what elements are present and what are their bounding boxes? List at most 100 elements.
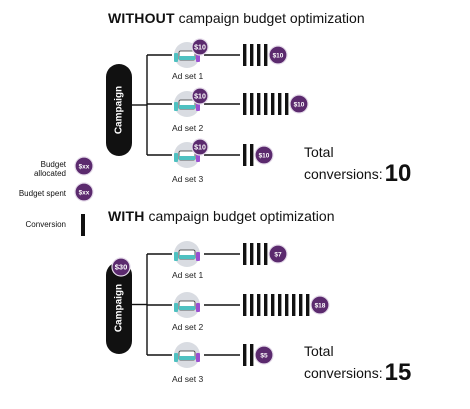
coin-text: $10 <box>194 44 206 51</box>
campaign-pill-with: Campaign <box>106 262 132 354</box>
legend-conversion-label: Conversion <box>25 220 66 229</box>
coin-circle <box>268 244 288 264</box>
conversion-bar <box>264 243 268 265</box>
coin-circle <box>268 45 288 65</box>
conversion-bar <box>243 243 247 265</box>
legend-conversion-bar <box>81 214 85 236</box>
total-value: 15 <box>384 358 412 386</box>
conversion-bar <box>278 294 282 316</box>
adset-label: Ad set 3 <box>172 174 204 184</box>
coin-text: $10 <box>294 101 305 108</box>
icon-card-band <box>179 105 195 109</box>
legend-spent-coin: $xx <box>74 182 94 202</box>
legend-allocated-coin: $xx <box>74 156 94 176</box>
ad-set-icon <box>174 342 200 368</box>
coin-text: $10 <box>273 52 284 59</box>
icon-card-band <box>179 156 195 160</box>
coin-circle <box>289 94 309 114</box>
coin-text: $10 <box>194 93 206 100</box>
coin-circle <box>254 145 274 165</box>
adset-label: Ad set 1 <box>172 270 204 280</box>
total-label-line2: conversions: <box>304 165 383 182</box>
conversion-bar <box>243 294 247 316</box>
icon-left-tab <box>174 102 178 111</box>
coin-text: $xx <box>79 189 90 196</box>
conversion-bar <box>285 294 289 316</box>
conversion-bar <box>250 93 254 115</box>
adset-label: Ad set 1 <box>172 71 204 81</box>
coin-circle <box>254 345 274 365</box>
conversion-bar <box>250 344 254 366</box>
conversion-bar <box>264 44 268 66</box>
total-conversions-with: Total conversions:15 <box>304 343 412 387</box>
icon-left-tab <box>174 303 178 312</box>
conversion-bar <box>292 294 296 316</box>
conversion-bar <box>306 294 310 316</box>
conversion-bar <box>257 294 261 316</box>
coin-circle <box>111 257 131 277</box>
ad-set-icon <box>174 292 200 318</box>
budget-spent-coin: $10 <box>289 94 309 114</box>
icon-left-tab <box>174 252 178 261</box>
coin-text: $xx <box>79 163 90 170</box>
icon-left-tab <box>174 53 178 62</box>
total-label-line1: Total <box>304 343 334 359</box>
campaign-budget-coin: $30 <box>111 257 131 277</box>
coin-circle <box>74 182 94 202</box>
ad-set-icon <box>174 241 200 267</box>
icon-card-band <box>179 56 195 60</box>
icon-card-band <box>179 356 195 360</box>
budget-allocated-coin: $10 <box>191 87 209 105</box>
conversion-bar <box>243 144 247 166</box>
coin-text: $10 <box>194 144 206 151</box>
section-title-with: WITH campaign budget optimization <box>108 208 335 224</box>
conversion-bar <box>250 294 254 316</box>
icon-left-tab <box>174 353 178 362</box>
adset-label: Ad set 2 <box>172 123 204 133</box>
budget-spent-coin: $18 <box>310 295 330 315</box>
legend-budget-spent-label: Budget spent <box>18 189 66 198</box>
conversion-bar <box>264 294 268 316</box>
conversion-bar <box>243 93 247 115</box>
conversion-bar <box>271 93 275 115</box>
icon-card-band <box>179 255 195 259</box>
budget-spent-coin: $10 <box>254 145 274 165</box>
icon-right-tab <box>196 303 200 312</box>
icon-right-tab <box>196 252 200 261</box>
conversion-bar <box>250 44 254 66</box>
coin-text: $5 <box>260 352 268 359</box>
adset-label: Ad set 3 <box>172 374 204 384</box>
total-label-line2: conversions: <box>304 364 383 381</box>
total-label-line1: Total <box>304 144 334 160</box>
budget-spent-coin: $10 <box>268 45 288 65</box>
conversion-bar <box>271 294 275 316</box>
conversion-bar <box>250 243 254 265</box>
coin-circle <box>191 87 209 105</box>
total-conversions-without: Total conversions:10 <box>304 144 412 188</box>
campaign-pill-without: Campaign <box>106 64 132 156</box>
coin-text: $18 <box>315 302 326 309</box>
budget-allocated-coin: $10 <box>191 38 209 56</box>
conversion-bar <box>257 243 261 265</box>
conversion-bar <box>299 294 303 316</box>
conversion-bar <box>250 144 254 166</box>
coin-circle <box>74 156 94 176</box>
budget-spent-coin: $5 <box>254 345 274 365</box>
conversion-bar <box>257 93 261 115</box>
conversion-bar <box>264 93 268 115</box>
conversion-bar <box>243 44 247 66</box>
coin-text: $10 <box>259 152 270 159</box>
coin-text: $30 <box>115 263 128 272</box>
conversion-bar <box>278 93 282 115</box>
icon-left-tab <box>174 153 178 162</box>
coin-circle <box>191 38 209 56</box>
section-title-without: WITHOUT campaign budget optimization <box>108 10 365 26</box>
icon-card-band <box>179 306 195 310</box>
total-value: 10 <box>384 159 412 187</box>
conversion-bar <box>257 44 261 66</box>
coin-text: $7 <box>274 251 282 258</box>
conversion-bar <box>243 344 247 366</box>
icon-right-tab <box>196 353 200 362</box>
